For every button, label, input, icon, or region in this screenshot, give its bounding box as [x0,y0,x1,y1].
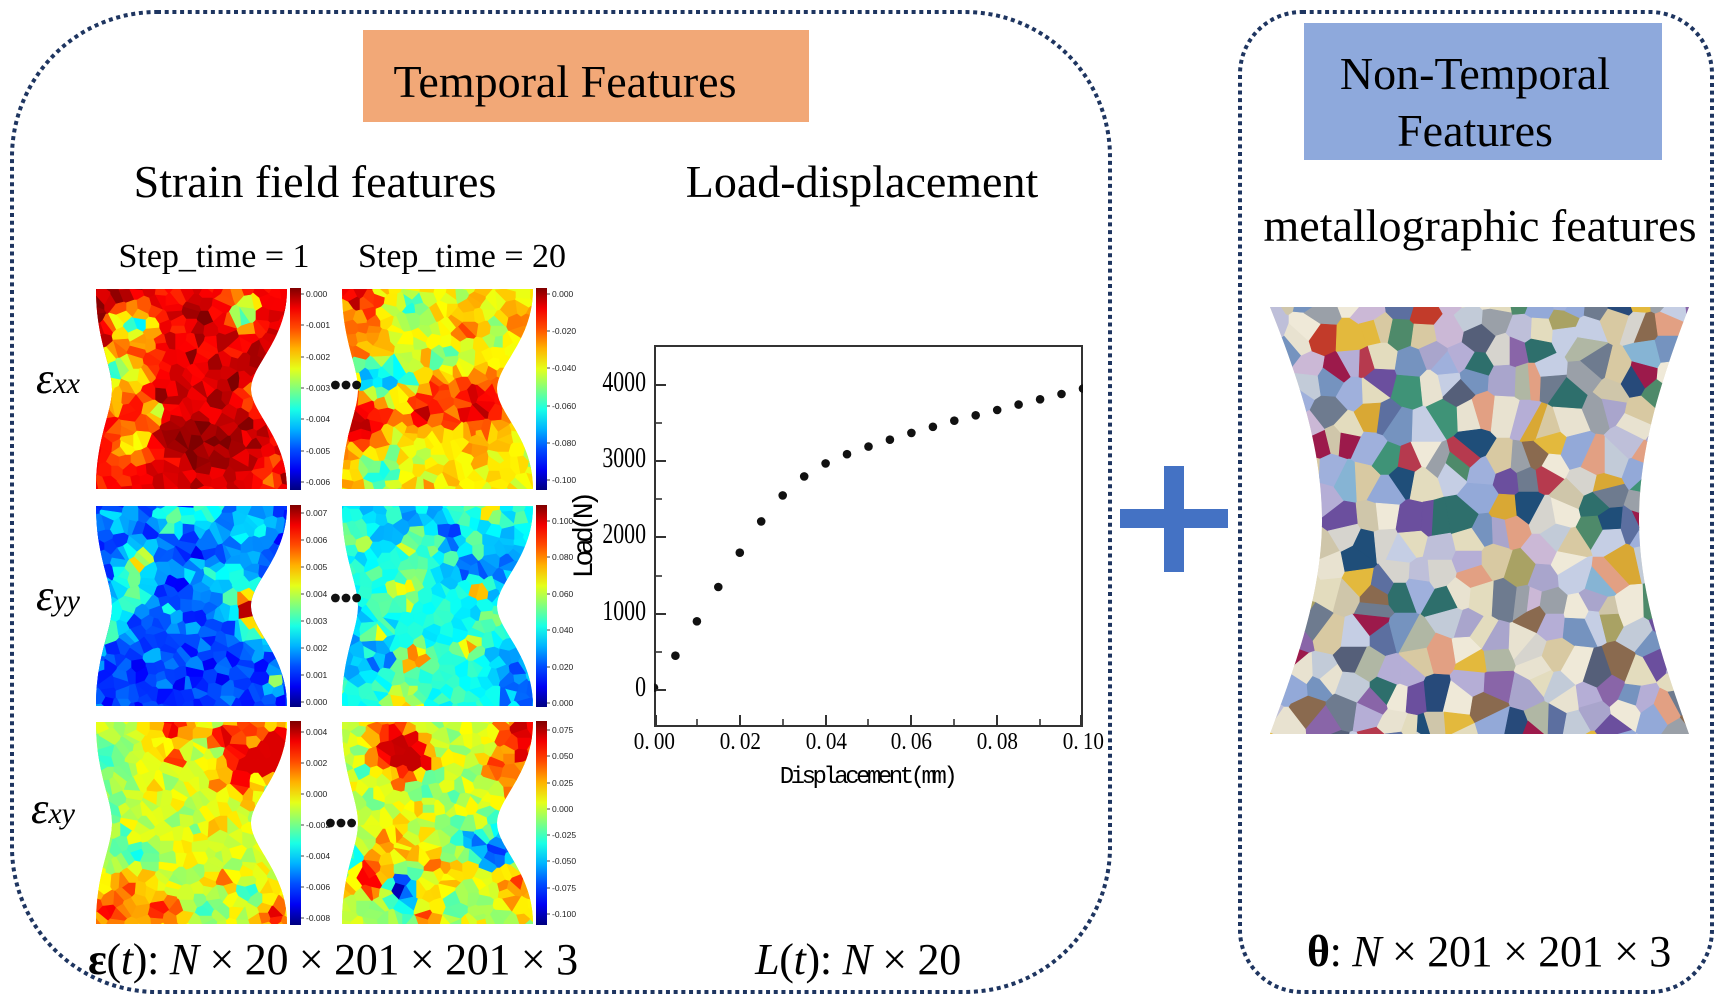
svg-text:-0.020: -0.020 [552,326,576,336]
svg-text:-0.003: -0.003 [306,383,330,393]
svg-text:0.001: 0.001 [306,670,328,680]
svg-text:-0.100: -0.100 [552,909,576,919]
svg-text:0.025: 0.025 [552,778,574,788]
svg-text:0.000: 0.000 [552,804,574,814]
svg-text:-0.004: -0.004 [306,851,330,861]
svg-text:-0.002: -0.002 [306,820,330,830]
svg-text:-0.002: -0.002 [306,352,330,362]
svg-text:0.040: 0.040 [552,625,574,635]
svg-text:-0.008: -0.008 [306,913,330,923]
svg-text:0.004: 0.004 [306,727,328,737]
svg-text:0.002: 0.002 [306,758,328,768]
svg-text:0.003: 0.003 [306,616,328,626]
svg-text:-0.100: -0.100 [552,475,576,485]
svg-text:-0.050: -0.050 [552,856,576,866]
svg-text:0.080: 0.080 [552,552,574,562]
svg-text:-0.080: -0.080 [552,438,576,448]
svg-text:0.000: 0.000 [306,289,328,299]
svg-text:0.007: 0.007 [306,508,328,518]
svg-text:Load(N): Load(N) [570,494,601,578]
svg-text:0.060: 0.060 [552,589,574,599]
svg-text:0.050: 0.050 [552,751,574,761]
svg-text:-0.075: -0.075 [552,883,576,893]
svg-text:-0.004: -0.004 [306,414,330,424]
svg-text:-0.005: -0.005 [306,446,330,456]
svg-text:0.004: 0.004 [306,589,328,599]
svg-text:0.000: 0.000 [552,289,574,299]
svg-text:0.006: 0.006 [306,535,328,545]
svg-text:-0.040: -0.040 [552,363,576,373]
svg-text:0.002: 0.002 [306,643,328,653]
svg-text:-0.001: -0.001 [306,320,330,330]
svg-text:0.020: 0.020 [552,662,574,672]
svg-text:-0.006: -0.006 [306,477,330,487]
svg-text:-0.025: -0.025 [552,830,576,840]
svg-text:0.000: 0.000 [306,789,328,799]
svg-text:0.000: 0.000 [552,698,574,707]
svg-text:0.100: 0.100 [552,516,574,526]
svg-text:0.075: 0.075 [552,725,574,735]
svg-text:-0.006: -0.006 [306,882,330,892]
svg-text:0.005: 0.005 [306,562,328,572]
svg-text:0.000: 0.000 [306,697,328,707]
svg-text:-0.060: -0.060 [552,401,576,411]
